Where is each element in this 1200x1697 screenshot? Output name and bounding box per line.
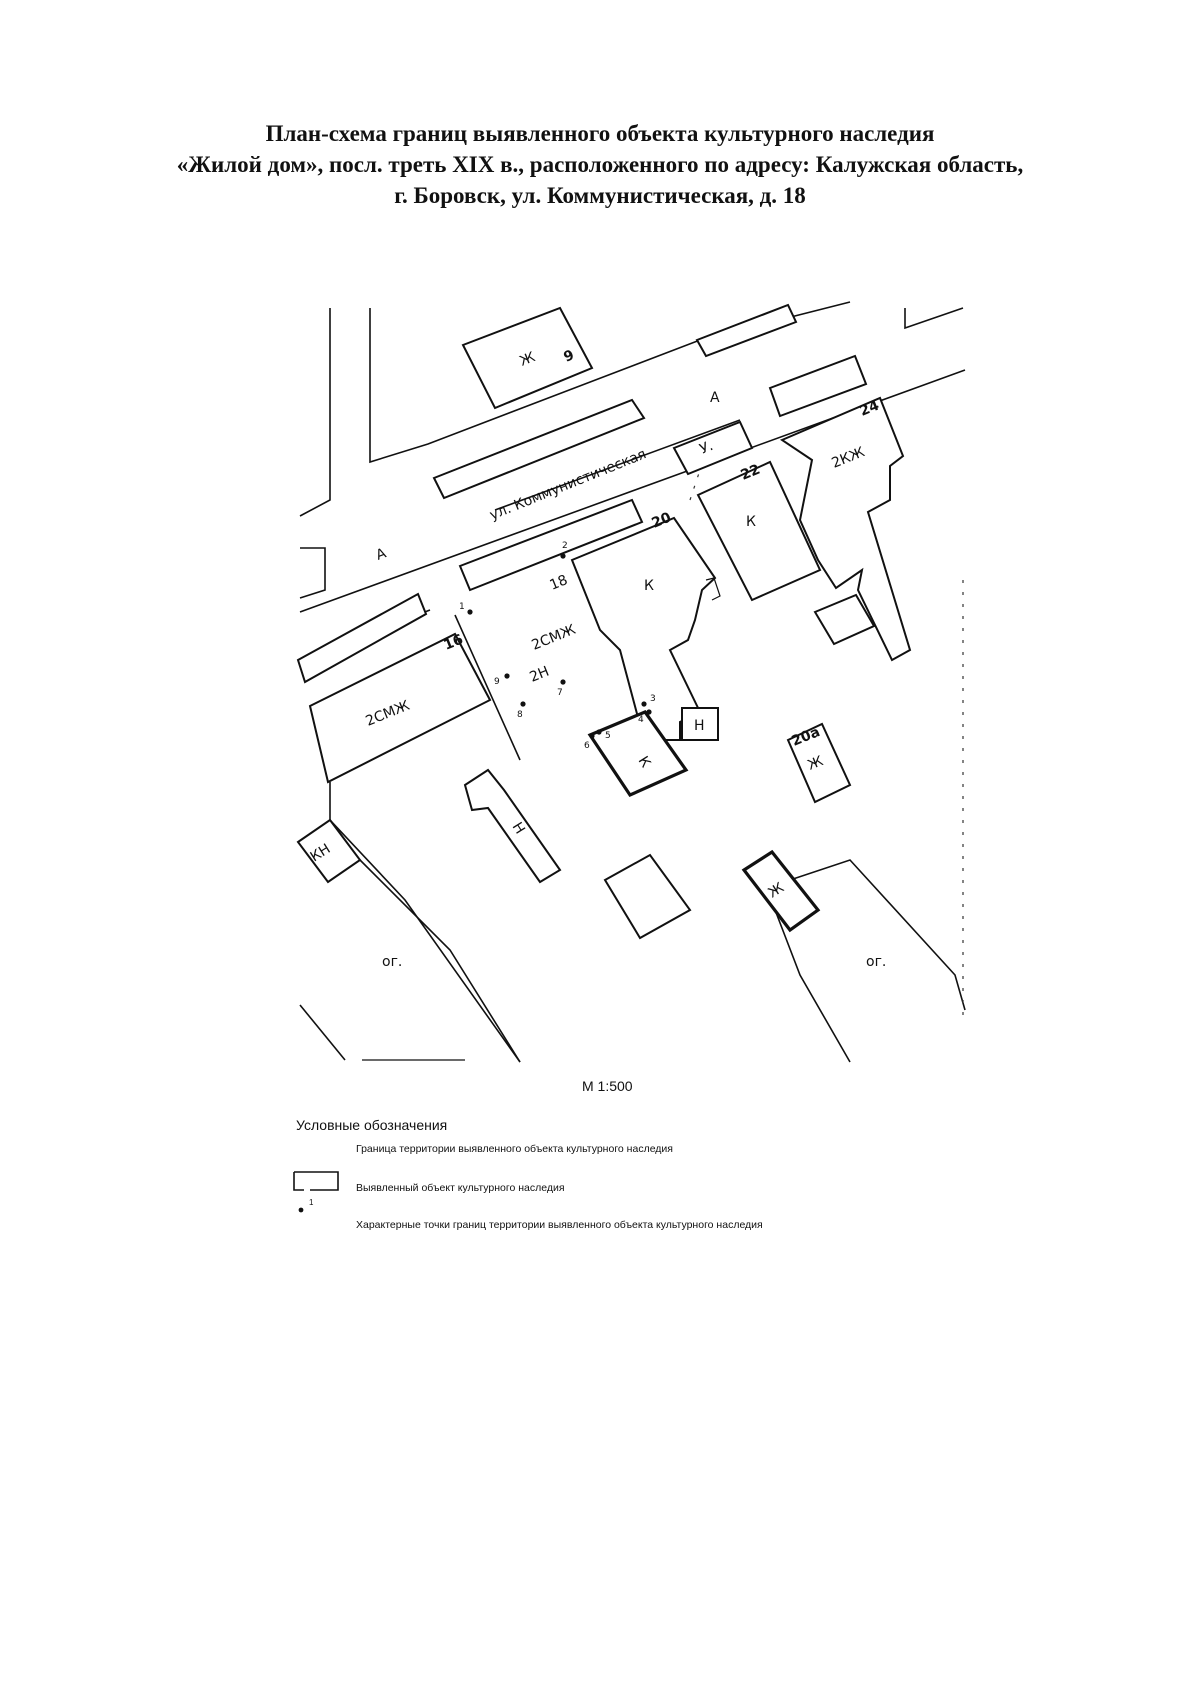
point-2 [560,553,566,559]
point-label-3: 3 [650,694,656,704]
label-a-top: А [710,390,720,406]
point-label-9: 9 [494,677,500,687]
label-num-16: 16 [442,632,466,654]
strip-right [768,354,868,418]
strip-middle [458,498,644,592]
point-label-6: 6 [584,741,590,751]
label-zh-9: Ж [518,349,538,369]
building-annex-right [813,593,876,646]
building-20: 20 К [570,509,717,741]
label-k-20: К [644,578,654,594]
label-num-22: 22 [739,462,763,484]
legend-point-symbol [298,1207,304,1213]
point-9 [504,673,510,679]
label-2n-18: 2Н [528,664,552,686]
legend-title: Условные обозначения [296,1117,448,1133]
boundary-points: 1 2 3 4 5 6 7 8 9 [459,541,656,751]
point-1 [467,609,473,615]
legend-heritage-symbol [293,1171,339,1191]
label-n-small: Н [694,718,705,734]
building-kn: КН [296,818,362,884]
building-n-small: Н [681,707,719,741]
point-3 [641,701,647,707]
point-label-4: 4 [638,715,644,725]
label-og-right: ог. [866,954,886,970]
title-line-2: «Жилой дом», посл. треть XIX в., располо… [176,152,1024,177]
label-2smzh-18: 2СМЖ [530,622,578,654]
label-v-small: У. [698,438,716,458]
map-scale: М 1:500 [582,1078,633,1094]
point-label-8: 8 [517,710,523,720]
legend-points-label: Характерные точки границ территории выяв… [356,1219,763,1231]
label-og-left: ог. [382,954,402,970]
legend-point-symbol-label: 1 [309,1198,314,1207]
label-num-20: 20 [650,509,674,531]
strip-left [296,592,428,684]
porch-20 [705,577,721,601]
label-zh-lower: Ж [766,880,787,902]
point-5 [596,729,602,735]
point-label-1: 1 [459,602,465,612]
title-line-3: г. Боровск, ул. Коммунистическая, д. 18 [394,183,806,208]
point-label-7: 7 [557,688,563,698]
legend-boundary-label: Граница территории выявленного объекта к… [356,1143,673,1155]
building-20a: 20а Ж [786,722,852,804]
point-label-5: 5 [605,731,611,741]
label-zh-20a: Ж [806,753,826,773]
building-zh-lower: Ж [741,849,821,933]
strip-top-right [695,303,798,358]
building-16: 16 2СМЖ [308,632,492,784]
building-22: 22 К [696,460,822,602]
building-n-long: Н [463,768,562,884]
label-k-22: К [746,514,756,530]
building-lower-center [603,853,692,940]
building-9: Ж 9 [461,306,594,410]
point-7 [560,679,566,685]
title-line-1: План-схема границ выявленного объекта ку… [265,121,935,146]
heritage-object-18: К [587,710,689,798]
strip-top-left [432,398,646,500]
point-4 [646,709,652,715]
point-label-2: 2 [562,541,568,551]
point-8 [520,701,526,707]
point-6 [589,733,595,739]
label-a-left: А [374,545,389,563]
dashed-boundary-right [689,469,964,1020]
building-24: 24 2КЖ [779,396,912,662]
building-small-v: У. [672,420,754,476]
label-num-24: 24 [858,397,882,419]
label-num-18: 18 [548,572,571,594]
page-title: План-схема границ выявленного объекта ку… [0,118,1200,211]
legend-heritage-label: Выявленный объект культурного наследия [356,1182,565,1194]
